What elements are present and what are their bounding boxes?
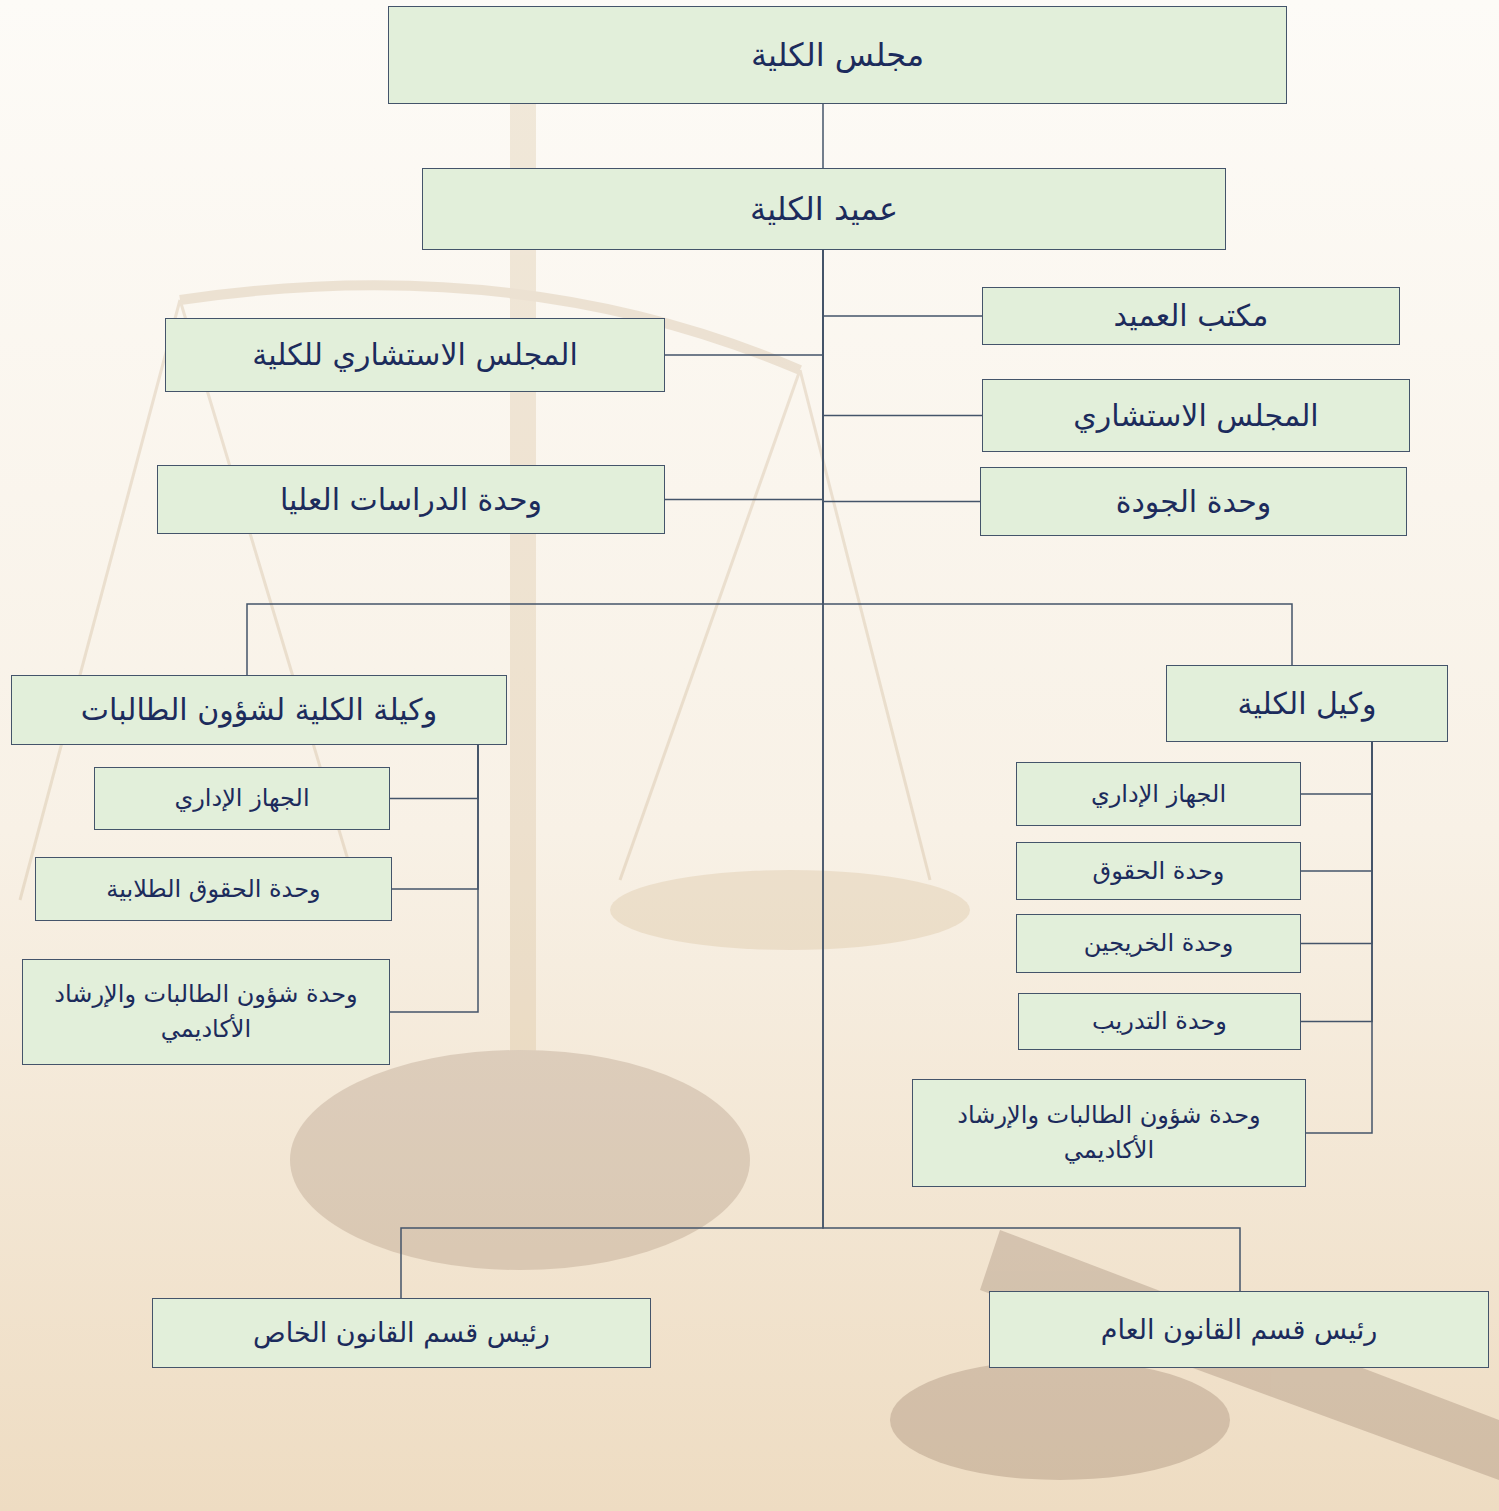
box-label: وكيلة الكلية لشؤون الطالبات bbox=[81, 688, 437, 732]
gavel-block bbox=[890, 1360, 1230, 1480]
org-box: الجهاز الإداري bbox=[1016, 762, 1301, 826]
box-label: الجهاز الإداري bbox=[1091, 777, 1226, 812]
org-connector bbox=[823, 250, 982, 316]
box-label: مكتب العميد bbox=[1114, 294, 1269, 338]
box-label: وحدة شؤون الطالبات والإرشاد الأكاديمي bbox=[925, 1098, 1293, 1168]
box-label: وحدة شؤون الطالبات والإرشاد الأكاديمي bbox=[35, 977, 377, 1047]
box-label: المجلس الاستشاري bbox=[1073, 394, 1318, 438]
org-connector bbox=[823, 250, 982, 416]
org-box: وكيلة الكلية لشؤون الطالبات bbox=[11, 675, 507, 745]
org-connector bbox=[1306, 742, 1372, 1133]
box-label: رئيس قسم القانون العام bbox=[1101, 1310, 1377, 1349]
box-label: المجلس الاستشاري للكلية bbox=[252, 333, 578, 377]
scales-base bbox=[290, 1050, 750, 1270]
org-box: رئيس قسم القانون الخاص bbox=[152, 1298, 651, 1368]
org-box: المجلس الاستشاري للكلية bbox=[165, 318, 665, 392]
org-connector bbox=[823, 250, 980, 502]
box-label: وكيل الكلية bbox=[1237, 682, 1376, 726]
org-box: الجهاز الإداري bbox=[94, 767, 390, 830]
org-box: وحدة الدراسات العليا bbox=[157, 465, 665, 534]
scales-chains bbox=[20, 300, 930, 900]
box-label: وحدة التدريب bbox=[1092, 1004, 1227, 1039]
org-box: رئيس قسم القانون العام bbox=[989, 1291, 1489, 1368]
org-connector bbox=[247, 250, 823, 675]
box-label: مجلس الكلية bbox=[751, 32, 924, 78]
org-box: وحدة الحقوق bbox=[1016, 842, 1301, 900]
org-box: وحدة الخريجين bbox=[1016, 914, 1301, 973]
org-box: وحدة الجودة bbox=[980, 467, 1407, 536]
org-connector bbox=[822, 104, 824, 168]
org-connector bbox=[1301, 742, 1372, 794]
org-connector bbox=[1301, 742, 1372, 944]
scales-pan bbox=[610, 870, 970, 950]
org-connector bbox=[1301, 742, 1372, 1022]
org-connector bbox=[401, 250, 823, 1298]
box-label: وحدة الدراسات العليا bbox=[280, 478, 542, 522]
org-connector bbox=[392, 745, 478, 889]
org-box: وحدة شؤون الطالبات والإرشاد الأكاديمي bbox=[912, 1079, 1306, 1187]
scales-sketch bbox=[20, 90, 1499, 1480]
org-box: مكتب العميد bbox=[982, 287, 1400, 345]
box-label: عميد الكلية bbox=[750, 186, 898, 232]
org-box: وكيل الكلية bbox=[1166, 665, 1448, 742]
box-label: وحدة الخريجين bbox=[1084, 926, 1234, 961]
org-box: وحدة الحقوق الطلابية bbox=[35, 857, 392, 921]
org-connector bbox=[665, 250, 823, 355]
org-box: المجلس الاستشاري bbox=[982, 379, 1410, 452]
box-label: وحدة الجودة bbox=[1116, 480, 1271, 524]
box-label: وحدة الحقوق الطلابية bbox=[106, 872, 320, 907]
org-connector bbox=[1301, 742, 1372, 871]
box-label: وحدة الحقوق bbox=[1093, 854, 1225, 889]
org-box: عميد الكلية bbox=[422, 168, 1226, 250]
org-box: وحدة شؤون الطالبات والإرشاد الأكاديمي bbox=[22, 959, 390, 1065]
org-connector bbox=[390, 745, 478, 1012]
org-box: مجلس الكلية bbox=[388, 6, 1287, 104]
org-connector bbox=[665, 250, 823, 500]
box-label: الجهاز الإداري bbox=[174, 781, 309, 816]
org-box: وحدة التدريب bbox=[1018, 993, 1301, 1050]
org-connector bbox=[390, 745, 478, 799]
box-label: رئيس قسم القانون الخاص bbox=[253, 1313, 550, 1352]
